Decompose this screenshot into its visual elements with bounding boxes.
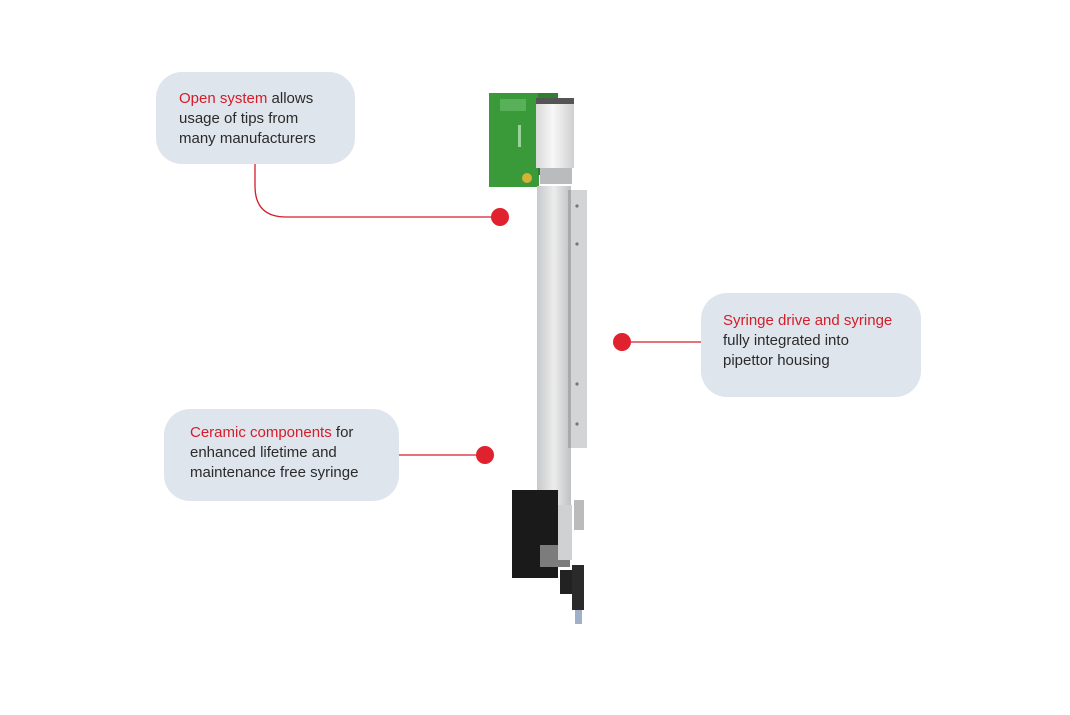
callout-text: for (331, 424, 354, 441)
pipettor-column (537, 186, 587, 526)
highlight-text: Ceramic components (190, 424, 332, 441)
callout-open-system: Open system allows usage of tips from ma… (156, 72, 355, 164)
callout-syringe-drive: Syringe drive and syringe fully integrat… (701, 293, 921, 397)
syringe-motor (536, 98, 574, 184)
callout-line-3: many manufacturers (179, 130, 316, 147)
connector-open-system (254, 164, 500, 218)
marker-ceramic (476, 446, 494, 464)
callout-line-2: fully integrated into (723, 332, 849, 349)
callout-line-2: usage of tips from (179, 110, 299, 127)
callout-line-1: Open system allows (179, 89, 355, 109)
callout-line-1: Ceramic components for (190, 423, 399, 443)
callout-ceramic-components: Ceramic components for enhanced lifetime… (164, 409, 399, 501)
callout-line-2: enhanced lifetime and (190, 444, 337, 461)
callout-line-3: pipettor housing (723, 352, 830, 369)
highlight-text: Open system (179, 90, 268, 107)
marker-open-system (491, 208, 509, 226)
callout-line-3: maintenance free syringe (190, 464, 359, 481)
marker-syringe (613, 333, 631, 351)
highlight-text: Syringe drive and syringe (723, 312, 893, 329)
callout-text: allows (267, 90, 314, 107)
tip-head (512, 490, 584, 624)
